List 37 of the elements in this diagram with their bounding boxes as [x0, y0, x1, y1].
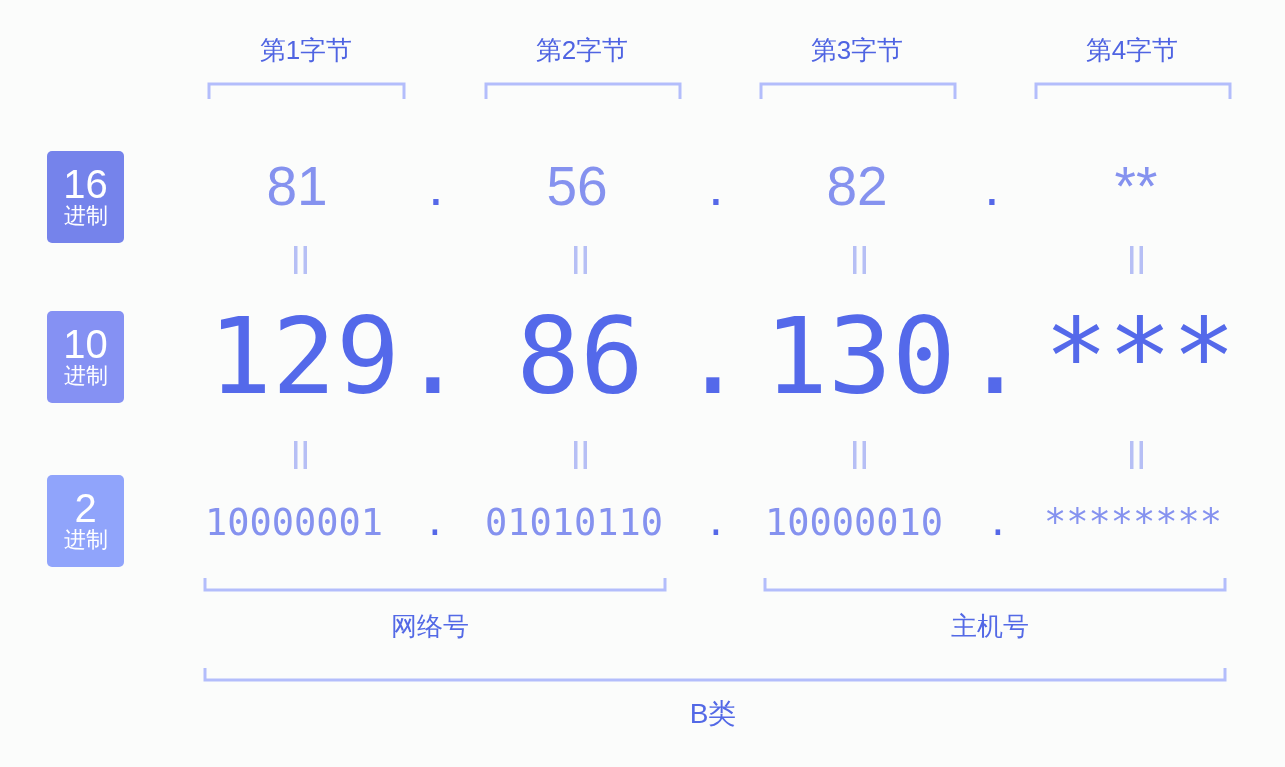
binary-value: 10000010 — [764, 503, 944, 541]
part-label: 主机号 — [951, 613, 1029, 639]
dot-separator: . — [704, 503, 728, 541]
dot-separator: . — [984, 158, 1000, 214]
hex-value: 81 — [266, 158, 328, 214]
radix-label: 进制 — [63, 365, 108, 387]
dot-separator: . — [401, 304, 465, 410]
dot-separator: . — [708, 158, 724, 214]
byte-heading: 第3字节 — [810, 37, 904, 63]
byte-heading: 第1字节 — [259, 37, 353, 63]
dot-separator: . — [423, 503, 447, 541]
radix-label: 进制 — [63, 205, 108, 227]
decimal-value: 129 — [208, 304, 400, 410]
radix-label: 进制 — [63, 529, 108, 551]
radix-badge — [47, 475, 124, 567]
hex-value: 82 — [826, 158, 888, 214]
dot-separator: . — [986, 503, 1010, 541]
dot-separator: . — [428, 158, 444, 214]
radix-number: 16 — [63, 164, 108, 204]
decimal-value: 86 — [516, 304, 644, 410]
radix-number: 2 — [74, 488, 97, 528]
radix-badge — [47, 151, 124, 243]
byte-heading: 第4字节 — [1085, 37, 1179, 63]
radix-number: 10 — [63, 324, 108, 364]
hex-value: ** — [1114, 158, 1158, 214]
binary-value: ******** — [1043, 503, 1223, 541]
binary-value: 10000001 — [204, 503, 384, 541]
dot-separator: . — [963, 304, 1027, 410]
byte-heading: 第2字节 — [535, 37, 629, 63]
part-label: 网络号 — [391, 613, 469, 639]
decimal-value: *** — [1044, 304, 1236, 410]
hex-value: 56 — [546, 158, 608, 214]
radix-badge — [47, 311, 124, 403]
dot-separator: . — [681, 304, 745, 410]
binary-value: 01010110 — [484, 503, 664, 541]
decimal-value: 130 — [764, 304, 956, 410]
class-label: B类 — [689, 700, 737, 728]
